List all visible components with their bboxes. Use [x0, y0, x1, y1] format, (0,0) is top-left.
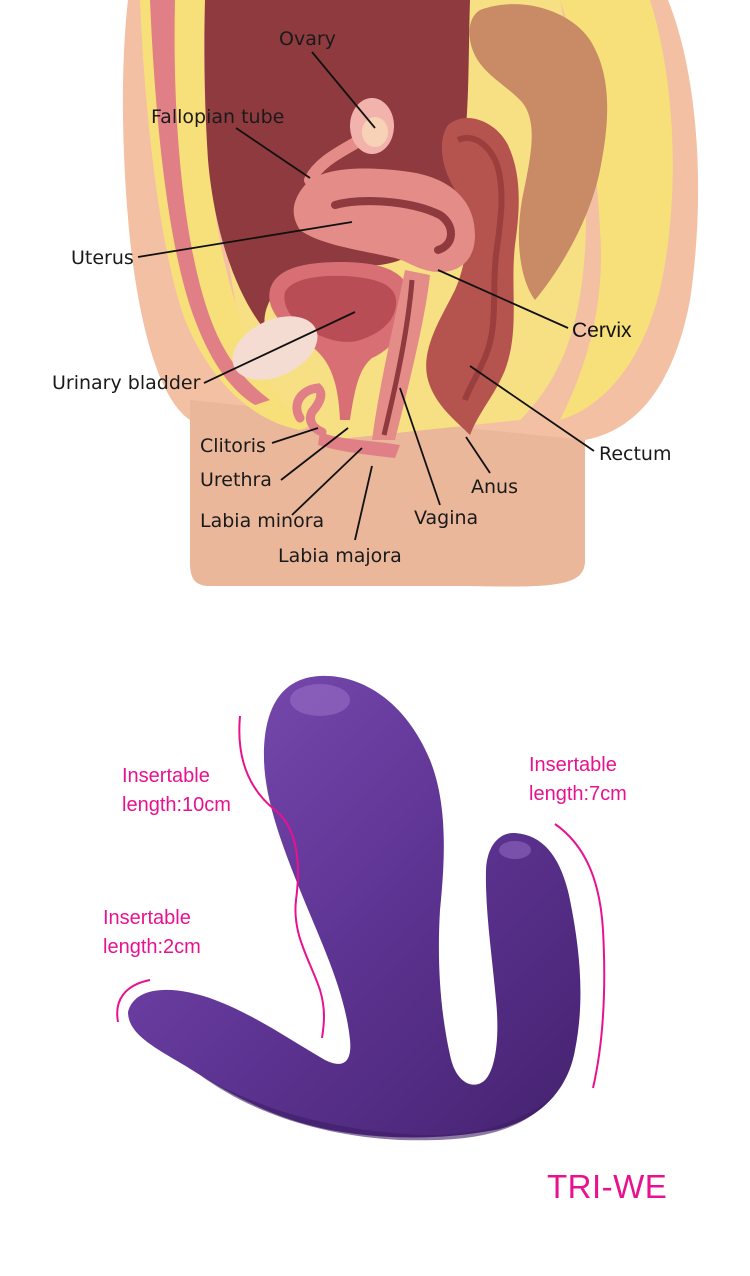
spec-2cm-line2: length:2cm — [103, 936, 201, 958]
leader-urethra — [280, 427, 349, 481]
product-base-shade — [200, 1075, 555, 1141]
vagina-inner — [381, 279, 415, 436]
pubic-bone — [232, 316, 318, 380]
spec-length-7cm: Insertable length:7cm — [529, 751, 627, 809]
label-labia-minora: Labia minora — [200, 510, 324, 532]
ovary-core — [362, 117, 388, 147]
label-uterus: Uterus — [71, 247, 134, 269]
leader-clitoris — [271, 427, 319, 444]
measure-curve-2cm — [116, 979, 151, 1023]
spec-length-2cm: Insertable length:2cm — [103, 904, 201, 962]
lower-skin-shade — [190, 400, 585, 587]
rectum-shape — [426, 117, 519, 435]
spec-7cm-line1: Insertable — [529, 754, 617, 776]
leader-bladder — [203, 311, 356, 384]
leader-uterus — [137, 221, 353, 258]
spec-10cm-line1: Insertable — [122, 765, 210, 787]
label-urethra: Urethra — [200, 469, 272, 491]
label-clitoris: Clitoris — [200, 435, 266, 457]
product-highlight-tip — [290, 684, 350, 716]
spec-2cm-line1: Insertable — [103, 907, 191, 929]
rectum-inner — [456, 135, 505, 401]
label-vagina: Vagina — [414, 507, 478, 529]
label-labia-majora: Labia majora — [278, 545, 402, 567]
label-cervix: Cervix — [572, 319, 632, 342]
leader-labia-majora — [354, 465, 373, 541]
brand-name: TRI-WE — [547, 1168, 668, 1205]
spec-length-10cm: Insertable length:10cm — [122, 762, 231, 820]
leader-vagina — [399, 387, 441, 506]
measure-curve-10cm — [238, 715, 325, 1039]
uterus-shape — [293, 168, 475, 272]
label-ovary: Ovary — [279, 28, 336, 50]
spec-10cm-line2: length:10cm — [122, 794, 231, 816]
measure-curve-7cm — [554, 823, 606, 1089]
clitoris-shape — [292, 383, 327, 437]
leader-labia-minora — [291, 447, 363, 516]
spec-7cm-line2: length:7cm — [529, 783, 627, 805]
label-rectum: Rectum — [599, 443, 671, 465]
label-anus: Anus — [471, 476, 518, 498]
product-highlight-arm — [499, 841, 531, 859]
leader-rectum — [469, 365, 595, 452]
vulva-shape — [318, 432, 400, 458]
label-urinary-bladder: Urinary bladder — [52, 372, 201, 394]
leader-fallopian — [235, 127, 311, 179]
uterus-cavity — [331, 197, 455, 254]
abdominal-wall — [140, 0, 330, 430]
anatomy-diagram: Ovary Fallopian tube Uterus Cervix Urina… — [52, 0, 699, 587]
leader-anus — [465, 436, 491, 474]
leader-cervix — [437, 269, 569, 329]
leader-ovary — [311, 51, 376, 129]
abdominal-muscle — [150, 0, 270, 405]
bowel — [469, 4, 608, 301]
label-fallopian-tube: Fallopian tube — [151, 106, 284, 128]
